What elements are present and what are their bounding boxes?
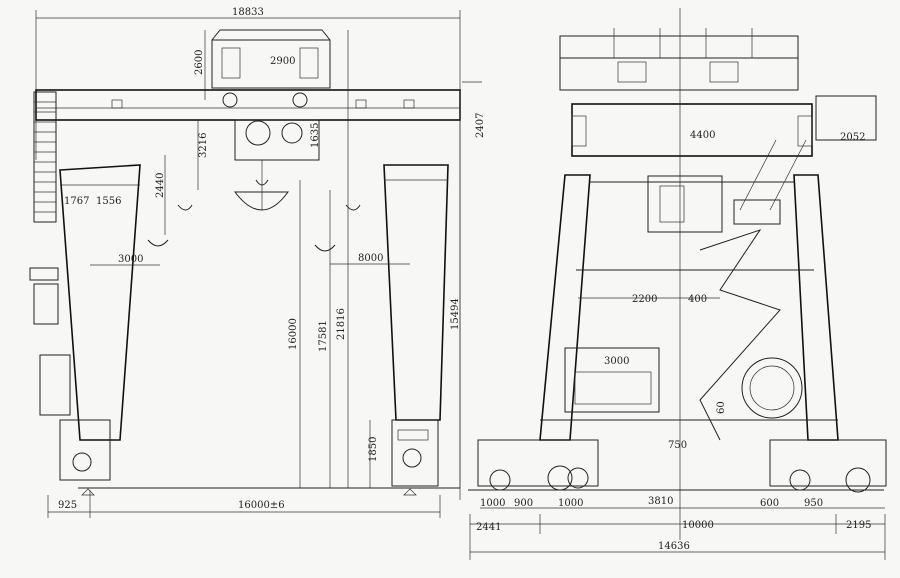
dim-cantilever: 3000 — [118, 254, 143, 265]
dim-platform-b: 400 — [688, 294, 707, 305]
dim-cab-width: 2900 — [270, 56, 295, 67]
dim-rail-to-hook: 17581 — [318, 320, 329, 352]
dim-offset-750: 750 — [668, 440, 687, 451]
dim-cab-height: 2600 — [194, 50, 205, 75]
dim-girder-depth: 3216 — [198, 133, 209, 158]
front-view: 18833 2600 2900 — [29, 7, 486, 518]
dim-wheel-1000a: 1000 — [480, 498, 505, 509]
dim-wheel-900: 900 — [514, 498, 533, 509]
dim-wheel-950: 950 — [804, 498, 823, 509]
dim-trolley-height: 1635 — [310, 123, 321, 148]
dim-right-end: 2195 — [846, 520, 871, 531]
dim-lift-height: 16000 — [288, 318, 299, 350]
dim-hook-offset: 2440 — [155, 173, 166, 198]
dim-platform-a: 2200 — [632, 294, 657, 305]
dim-ring: 60 — [716, 401, 727, 414]
dim-bogie-span: 10000 — [682, 520, 714, 531]
dim-leg-b: 1556 — [96, 196, 121, 207]
left-bogie — [29, 267, 111, 481]
dim-leg-a: 1767 — [64, 196, 89, 207]
dim-top-rise: 2407 — [475, 113, 486, 138]
dim-span: 16000±6 — [238, 500, 285, 511]
dim-stair-width: 2052 — [840, 132, 865, 143]
side-left-bogie — [477, 439, 599, 491]
dim-base-height: 1850 — [368, 437, 379, 462]
dim-hook-reach: 8000 — [358, 253, 383, 264]
side-view: 4400 2052 2200 400 3000 60 750 — [468, 8, 887, 560]
dim-wheel-1000b: 1000 — [558, 498, 583, 509]
dim-wheel-600: 600 — [760, 498, 779, 509]
dim-left-end: 2441 — [476, 522, 501, 533]
dim-girder-height: 15494 — [450, 298, 461, 330]
dim-overall: 14636 — [658, 541, 690, 552]
left-ladder — [33, 91, 57, 223]
dim-total-height: 21816 — [336, 308, 347, 340]
dim-panel: 3000 — [604, 356, 629, 367]
dim-span-top: 18833 — [232, 7, 264, 18]
dim-trolley-width: 4400 — [690, 130, 715, 141]
dim-left-overhang: 925 — [58, 500, 77, 511]
side-right-bogie — [769, 439, 887, 493]
dim-wheelbase: 3810 — [648, 496, 673, 507]
right-bogie — [391, 419, 439, 487]
